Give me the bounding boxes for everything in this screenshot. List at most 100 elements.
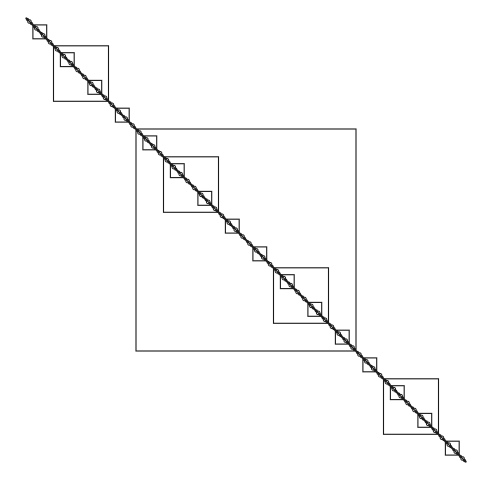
circle-node-l1-92: [150, 144, 156, 149]
circle-node-l1-3: [29, 21, 33, 25]
circle-node-l1-273: [401, 396, 405, 400]
circle-node-l1-83: [139, 132, 143, 136]
circle-node-l1-157: [240, 234, 245, 239]
circle-node-l1-82: [137, 130, 142, 135]
circle-node-l1-77: [130, 123, 135, 128]
square-frame-l2-5: [114, 107, 130, 123]
circle-node-l1-58: [105, 98, 109, 102]
circle-node-l1-153: [236, 230, 240, 234]
circle-node-l1-143: [222, 216, 226, 220]
circle-node-l1-307: [446, 442, 452, 447]
square-frame-l2-19: [417, 412, 433, 428]
circle-node-l1-112: [178, 171, 183, 177]
circle-node-l1-313: [456, 452, 460, 456]
circle-node-l1-72: [123, 116, 128, 121]
circle-node-l1-212: [315, 310, 321, 316]
circle-node-l1-303: [442, 438, 446, 442]
circle-node-l1-207: [309, 303, 314, 309]
circle-node-l1-183: [277, 271, 281, 275]
circle-node-l1-32: [68, 60, 73, 66]
circle-node-l1-137: [212, 206, 218, 212]
circle-node-l1-223: [332, 327, 336, 331]
circle-node-l1-302: [439, 435, 445, 440]
square-frame-l2-8: [169, 163, 185, 179]
circle-node-l1-17: [47, 40, 53, 45]
circle-chain: [25, 17, 467, 463]
circle-node-l1-232: [343, 338, 348, 343]
circle-node-l1-13: [43, 35, 47, 39]
circle-node-l1-277: [405, 400, 410, 406]
circle-node-l1-117: [185, 178, 190, 184]
square-frame-l2-13: [279, 274, 295, 290]
circle-node-l1-78: [133, 125, 136, 129]
circle-node-l1-28: [64, 56, 68, 60]
circle-node-l1-53: [98, 91, 102, 95]
circle-node-l1-158: [243, 236, 246, 240]
circle-node-l1-208: [311, 306, 315, 310]
circle-node-l1-98: [160, 153, 164, 157]
circle-node-l1-168: [256, 250, 260, 254]
circle-node-l1-283: [414, 410, 418, 414]
circle-node-l1-68: [119, 112, 123, 116]
circle-node-l1-173: [263, 257, 267, 261]
diagonal-line: [25, 17, 467, 463]
circle-node-l1-142: [219, 213, 225, 218]
square-frames: [32, 24, 460, 456]
circle-node-l1-262: [384, 379, 390, 385]
circle-node-l1-2: [27, 19, 32, 24]
square-frame-l2-3: [59, 52, 75, 68]
circle-node-l1-248: [366, 361, 370, 365]
circle-node-l1-147: [226, 220, 232, 225]
circle-node-l1-133: [208, 202, 212, 206]
circle-node-l1-42: [82, 74, 87, 80]
square-frame-l3-1: [52, 45, 110, 102]
circle-node-l1-228: [339, 334, 343, 338]
circle-node-l1-138: [215, 209, 219, 213]
circle-node-l1-43: [84, 77, 88, 81]
circle-node-l1-298: [435, 431, 439, 435]
circle-node-l1-218: [325, 320, 329, 324]
circle-node-l1-172: [260, 255, 266, 260]
circle-node-l1-148: [229, 223, 233, 227]
circle-node-l1-318: [463, 458, 466, 462]
square-frame-l3-11: [272, 267, 330, 324]
circle-node-l1-127: [199, 192, 204, 198]
square-frame-l2-18: [389, 385, 405, 401]
circle-node-l1-272: [398, 393, 403, 399]
square-frame-l4-0: [135, 128, 357, 352]
circle-node-l1-33: [71, 63, 75, 67]
square-frame-l2-7: [142, 135, 158, 151]
circle-node-l1-73: [126, 119, 130, 123]
circle-node-l1-292: [425, 421, 431, 427]
circle-node-l1-23: [57, 49, 61, 53]
circle-node-l1-118: [188, 181, 191, 185]
circle-node-l1-93: [153, 146, 157, 150]
circle-node-l1-178: [270, 264, 274, 268]
circle-node-l1-192: [288, 282, 293, 288]
circle-node-l1-67: [116, 109, 122, 114]
circle-node-l1-282: [412, 407, 417, 413]
circle-node-l1-103: [167, 160, 171, 164]
circle-node-l1-52: [95, 88, 101, 94]
circle-node-l1-258: [380, 375, 384, 379]
circle-node-l1-88: [146, 139, 150, 143]
circle-node-l1-167: [254, 248, 259, 253]
circle-node-l1-193: [291, 285, 295, 289]
circle-node-l1-22: [54, 46, 60, 52]
circle-node-l1-263: [387, 382, 391, 386]
circle-node-l1-237: [350, 345, 355, 350]
circle-node-l1-182: [274, 268, 280, 274]
circle-node-l1-27: [61, 53, 67, 59]
circle-node-l1-253: [373, 368, 377, 372]
square-frame-l2-10: [224, 218, 240, 234]
square-frame-l2-17: [362, 357, 378, 373]
circle-node-l1-152: [233, 227, 238, 232]
circle-node-l1-188: [284, 278, 288, 282]
circle-node-l1-267: [391, 386, 397, 392]
circle-node-l1-7: [34, 26, 39, 31]
circle-node-l1-108: [174, 167, 178, 171]
circle-node-l1-217: [322, 317, 328, 323]
circle-node-l1-268: [394, 389, 398, 393]
